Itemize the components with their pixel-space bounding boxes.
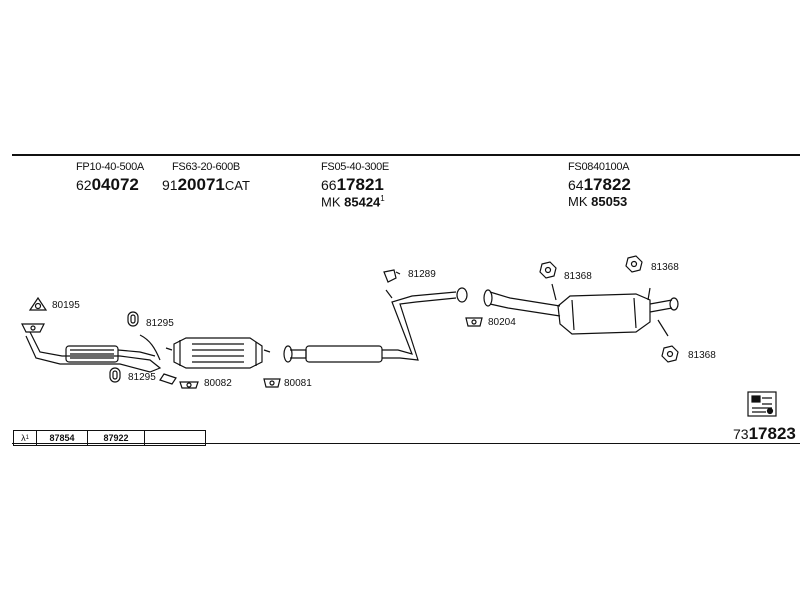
label-80195: 80195: [52, 300, 80, 311]
ref-code-1: FP10-40-500A: [76, 161, 144, 173]
front-pipe-icon: [21, 323, 162, 373]
part-number-1: 6204072: [76, 175, 139, 194]
gasket-80082-icon: [179, 381, 199, 389]
part-number-3: 6617821: [321, 175, 384, 194]
label-81368-c: 81368: [688, 350, 716, 361]
label-81368-b: 81368: [651, 262, 679, 273]
top-rule: [12, 154, 800, 156]
hanger-81289-icon: [383, 269, 401, 283]
hanger-81368-a-icon: [539, 261, 557, 279]
hanger-81368-c-icon: [661, 345, 679, 363]
mk-number-3: MK 854241: [321, 194, 385, 210]
part-number-2: 9120071CAT: [162, 175, 250, 194]
gasket-80195-icon: [28, 296, 48, 311]
ref-code-3: FS05-40-300E: [321, 161, 389, 173]
footer-cell-3: [145, 431, 205, 445]
catalytic-converter-icon: [165, 337, 271, 369]
ref-code-4: FS0840100A: [568, 161, 630, 173]
label-81295-bottom: 81295: [128, 372, 156, 383]
mk-number-4: MK 85053: [568, 194, 628, 209]
info-symbol-icon: [747, 391, 777, 417]
bottom-rule: [12, 443, 800, 444]
footer-cell-1: 87854: [37, 431, 88, 445]
hanger-81368-b-icon: [625, 255, 643, 273]
bracket-icon: [159, 373, 177, 385]
footer-cell-2: 87922: [88, 431, 145, 445]
footer-part-number: 7317823: [733, 424, 796, 443]
gasket-80081-icon: [263, 378, 281, 388]
center-pipe-icon: [283, 287, 468, 363]
ring-81295-top-icon: [127, 311, 139, 327]
label-81368-a: 81368: [564, 271, 592, 282]
label-81295-top: 81295: [146, 318, 174, 329]
ref-code-2: FS63-20-600B: [172, 161, 240, 173]
gasket-80204-icon: [465, 317, 483, 327]
label-81289: 81289: [408, 269, 436, 280]
label-80204: 80204: [488, 317, 516, 328]
label-80081: 80081: [284, 378, 312, 389]
rear-muffler-icon: [483, 283, 679, 337]
label-80082: 80082: [204, 378, 232, 389]
part-number-4: 6417822: [568, 175, 631, 194]
ring-81295-bottom-icon: [109, 367, 121, 383]
